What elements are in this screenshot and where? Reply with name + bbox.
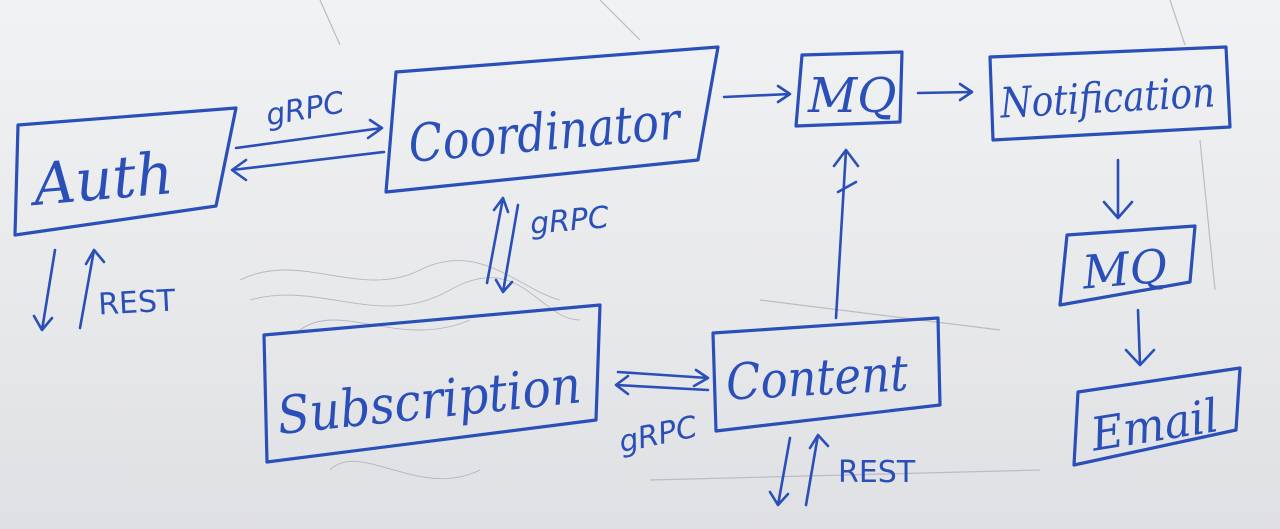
auth-coordinator-arrows xyxy=(230,118,386,182)
email-label: Email xyxy=(1086,388,1222,462)
arrow-left-icon xyxy=(614,374,710,396)
arrow-right-icon xyxy=(616,368,710,388)
auth-coordinator-protocol: gRPC xyxy=(263,85,347,133)
mq-right-box xyxy=(1058,224,1197,307)
arrow-up-icon xyxy=(78,248,106,330)
arrow-up-icon xyxy=(804,433,830,507)
mq-right-label: MQ xyxy=(1079,238,1169,299)
auth-rest-arrows xyxy=(32,248,106,332)
arrow-left-icon xyxy=(230,150,386,182)
arrow-up-icon xyxy=(485,196,510,285)
content-box xyxy=(711,316,942,433)
subscription-content-protocol: gRPC xyxy=(616,410,701,461)
scribble-marks xyxy=(239,260,581,480)
arrow-down-icon xyxy=(768,436,792,507)
content-rest-protocol: REST xyxy=(838,455,916,490)
auth-rest-protocol: REST xyxy=(97,283,177,322)
auth-box xyxy=(13,106,238,237)
email-box xyxy=(1072,366,1242,467)
subscription-label: Subscription xyxy=(274,355,584,447)
auth-label: Auth xyxy=(26,139,176,219)
notification-to-mq-arrow xyxy=(1102,158,1134,220)
mq-top-label: MQ xyxy=(807,68,897,124)
subscription-box xyxy=(262,303,602,464)
arrow-down-icon xyxy=(32,248,57,332)
coordinator-subscription-arrows xyxy=(485,196,520,294)
subscription-content-arrows xyxy=(614,368,710,396)
coordinator-box xyxy=(384,45,720,194)
arrow-right-icon xyxy=(234,118,384,150)
coordinator-to-mq-arrow xyxy=(722,84,792,104)
mq-top-box xyxy=(794,50,904,128)
mq-to-email-arrow xyxy=(1124,308,1156,367)
paper-marks xyxy=(319,0,1216,481)
coordinator-label: Coordinator xyxy=(406,91,685,175)
content-to-mq-arrow xyxy=(832,148,860,320)
coordinator-subscription-protocol: gRPC xyxy=(529,200,611,242)
arrow-down-icon xyxy=(494,203,520,294)
content-rest-arrows xyxy=(768,433,830,507)
content-label: Content xyxy=(725,344,911,411)
mq-to-notification-arrow xyxy=(916,82,974,102)
notification-label: Notification xyxy=(998,67,1216,127)
notification-box xyxy=(988,45,1232,142)
